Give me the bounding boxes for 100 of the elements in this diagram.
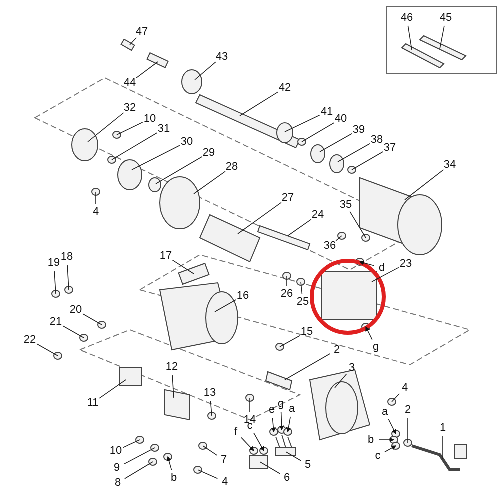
leader-line (378, 438, 395, 442)
part-drawing (112, 131, 122, 139)
leader-line (82, 314, 102, 326)
callout-number: 4 (92, 206, 100, 218)
leader-line (116, 122, 144, 136)
callout-number: 22 (24, 334, 36, 346)
callout-number: 37 (384, 142, 396, 154)
leader-line (156, 156, 202, 184)
part-drawing (401, 43, 445, 69)
part-drawing (182, 70, 202, 94)
part-drawing (265, 371, 293, 391)
leader-line (350, 211, 366, 238)
callout-number: 42 (278, 82, 292, 94)
callout-number: a (288, 403, 296, 415)
leader-line (136, 62, 158, 79)
callout-number: b (368, 434, 374, 446)
leader-line (130, 38, 137, 46)
leader-line (260, 462, 280, 474)
callout-number: a (382, 406, 388, 418)
callout-number: 8 (114, 477, 122, 489)
part-drawing (360, 177, 442, 256)
leader-line (279, 412, 284, 431)
leader-line (240, 92, 279, 116)
part-drawing (72, 128, 98, 162)
callout-number: 5 (304, 459, 312, 471)
callout-number: 29 (202, 147, 216, 159)
leader-line (254, 432, 264, 452)
part-drawing (159, 282, 238, 351)
leader-line (210, 400, 212, 416)
leader-line (372, 267, 400, 282)
part-drawing (92, 188, 100, 196)
leader-line (194, 62, 216, 80)
part-drawing (322, 272, 378, 320)
callout-number: 41 (320, 106, 334, 118)
part-drawing (412, 444, 468, 472)
leader-line (132, 145, 180, 170)
leader-line (124, 462, 154, 480)
part-drawing (246, 394, 254, 402)
callout-number: 4 (402, 382, 408, 394)
part-drawing (404, 439, 412, 447)
leader-line (36, 344, 58, 356)
leader-line (271, 418, 276, 433)
leader-line (62, 326, 84, 338)
callout-number: 2 (404, 404, 412, 416)
part-drawing (80, 334, 88, 342)
callout-number: 47 (136, 26, 148, 38)
leader-line (172, 260, 194, 274)
part-drawing (120, 38, 136, 52)
callout-number: c (375, 450, 381, 462)
callout-number: 1 (440, 422, 446, 434)
leader-line (352, 152, 384, 170)
part-drawing (194, 466, 202, 474)
callout-number: 15 (300, 326, 314, 338)
callout-number: 4 (222, 476, 228, 488)
callout-number: 16 (236, 290, 250, 302)
part-drawing (330, 154, 344, 174)
callout-number: 44 (124, 77, 136, 89)
callout-number: 43 (216, 51, 228, 63)
leader-line (122, 440, 140, 448)
callout-number: 21 (50, 316, 62, 328)
callout-number: 17 (160, 250, 172, 262)
part-drawing (298, 138, 306, 146)
callout-number: 32 (124, 102, 136, 114)
leader-line (392, 394, 400, 402)
callout-number: 19 (48, 257, 60, 269)
callout-number: 30 (180, 136, 194, 148)
part-drawing (64, 286, 74, 294)
part-drawing (146, 52, 169, 69)
leader-line (280, 336, 300, 348)
leader-line (54, 270, 56, 294)
part-drawing (148, 458, 158, 466)
leader-line (124, 448, 156, 465)
part-drawing (250, 456, 268, 470)
part-drawing (118, 160, 142, 190)
leader-line (112, 132, 158, 160)
part-drawing (296, 278, 306, 286)
callout-number: 40 (334, 113, 348, 125)
leader-line (300, 282, 303, 294)
part-drawing (120, 368, 142, 386)
leader-line (440, 26, 445, 50)
part-drawing (108, 156, 116, 164)
callout-number: 7 (220, 454, 228, 466)
leader-line (404, 170, 444, 200)
leader-line (338, 144, 370, 162)
callout-number: d (378, 262, 386, 274)
part-drawing (164, 389, 190, 421)
callout-number: 28 (226, 161, 238, 173)
leader-line (302, 122, 334, 142)
leader-line (88, 112, 124, 142)
part-drawing (148, 178, 162, 192)
part-drawing (98, 321, 106, 329)
leader-line (408, 26, 412, 50)
part-drawing (160, 176, 200, 230)
leader-line (384, 446, 397, 452)
callout-number: b (170, 472, 178, 484)
part-drawing (338, 232, 346, 240)
part-drawing (276, 434, 296, 456)
part-drawing (419, 35, 467, 61)
part-drawing (136, 436, 144, 444)
callout-number: 11 (87, 397, 99, 409)
